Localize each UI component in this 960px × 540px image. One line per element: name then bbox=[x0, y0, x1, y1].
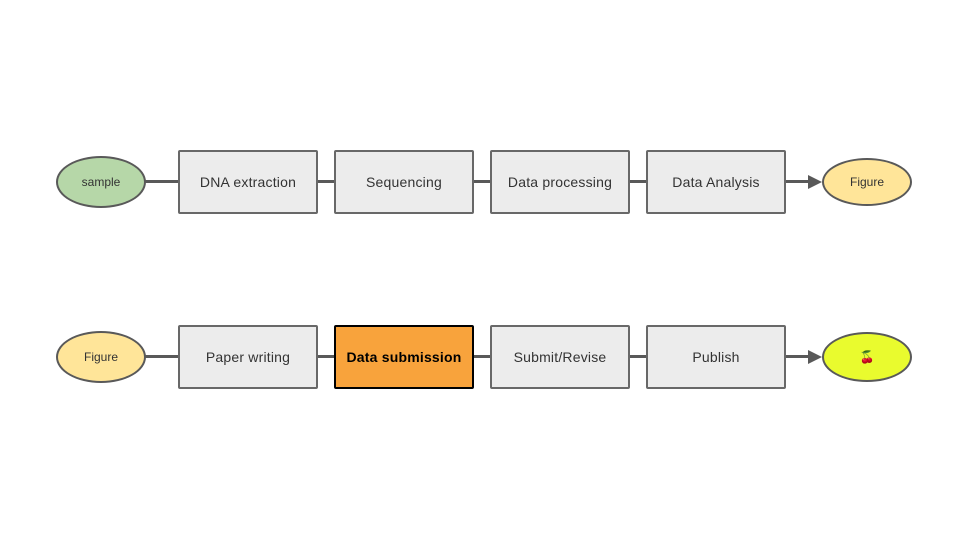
end-ellipse-celebration[interactable]: 🍒 bbox=[822, 332, 912, 382]
start-ellipse-sample-label: sample bbox=[81, 175, 121, 189]
flow-step-data-analysis[interactable]: Data Analysis bbox=[646, 150, 786, 214]
connector bbox=[474, 355, 490, 358]
end-ellipse-figure-label: Figure bbox=[849, 175, 884, 189]
flow-step-label: Publish bbox=[692, 349, 740, 365]
cherries-icon: 🍒 bbox=[859, 350, 875, 364]
connector bbox=[630, 180, 646, 183]
connector bbox=[318, 355, 334, 358]
connector bbox=[318, 180, 334, 183]
connector bbox=[786, 180, 810, 183]
flow-step-publish[interactable]: Publish bbox=[646, 325, 786, 389]
flow-step-sequencing[interactable]: Sequencing bbox=[334, 150, 474, 214]
connector bbox=[144, 180, 180, 183]
end-ellipse-figure[interactable]: Figure bbox=[822, 158, 912, 206]
start-ellipse-figure[interactable]: Figure bbox=[56, 331, 146, 383]
flow-step-label: Data Analysis bbox=[672, 174, 760, 190]
flow-step-data-submission[interactable]: Data submission bbox=[334, 325, 474, 389]
flow-step-label: Submit/Revise bbox=[513, 349, 607, 365]
flow-step-label: Data processing bbox=[507, 174, 613, 190]
start-ellipse-sample[interactable]: sample bbox=[56, 156, 146, 208]
arrow-head-icon bbox=[808, 175, 822, 189]
flow-step-label: Paper writing bbox=[205, 349, 291, 365]
start-ellipse-figure-label: Figure bbox=[83, 350, 118, 364]
flow-step-dna-extraction[interactable]: DNA extraction bbox=[178, 150, 318, 214]
flow-step-label: Sequencing bbox=[366, 174, 442, 190]
flow-step-submit-revise[interactable]: Submit/Revise bbox=[490, 325, 630, 389]
connector bbox=[474, 180, 490, 183]
arrow-head-icon bbox=[808, 350, 822, 364]
flow-step-label: DNA extraction bbox=[199, 174, 297, 190]
flow-step-data-processing[interactable]: Data processing bbox=[490, 150, 630, 214]
connector bbox=[144, 355, 180, 358]
flow-step-label: Data submission bbox=[346, 349, 462, 365]
connector bbox=[786, 355, 810, 358]
flow-step-paper-writing[interactable]: Paper writing bbox=[178, 325, 318, 389]
connector bbox=[630, 355, 646, 358]
